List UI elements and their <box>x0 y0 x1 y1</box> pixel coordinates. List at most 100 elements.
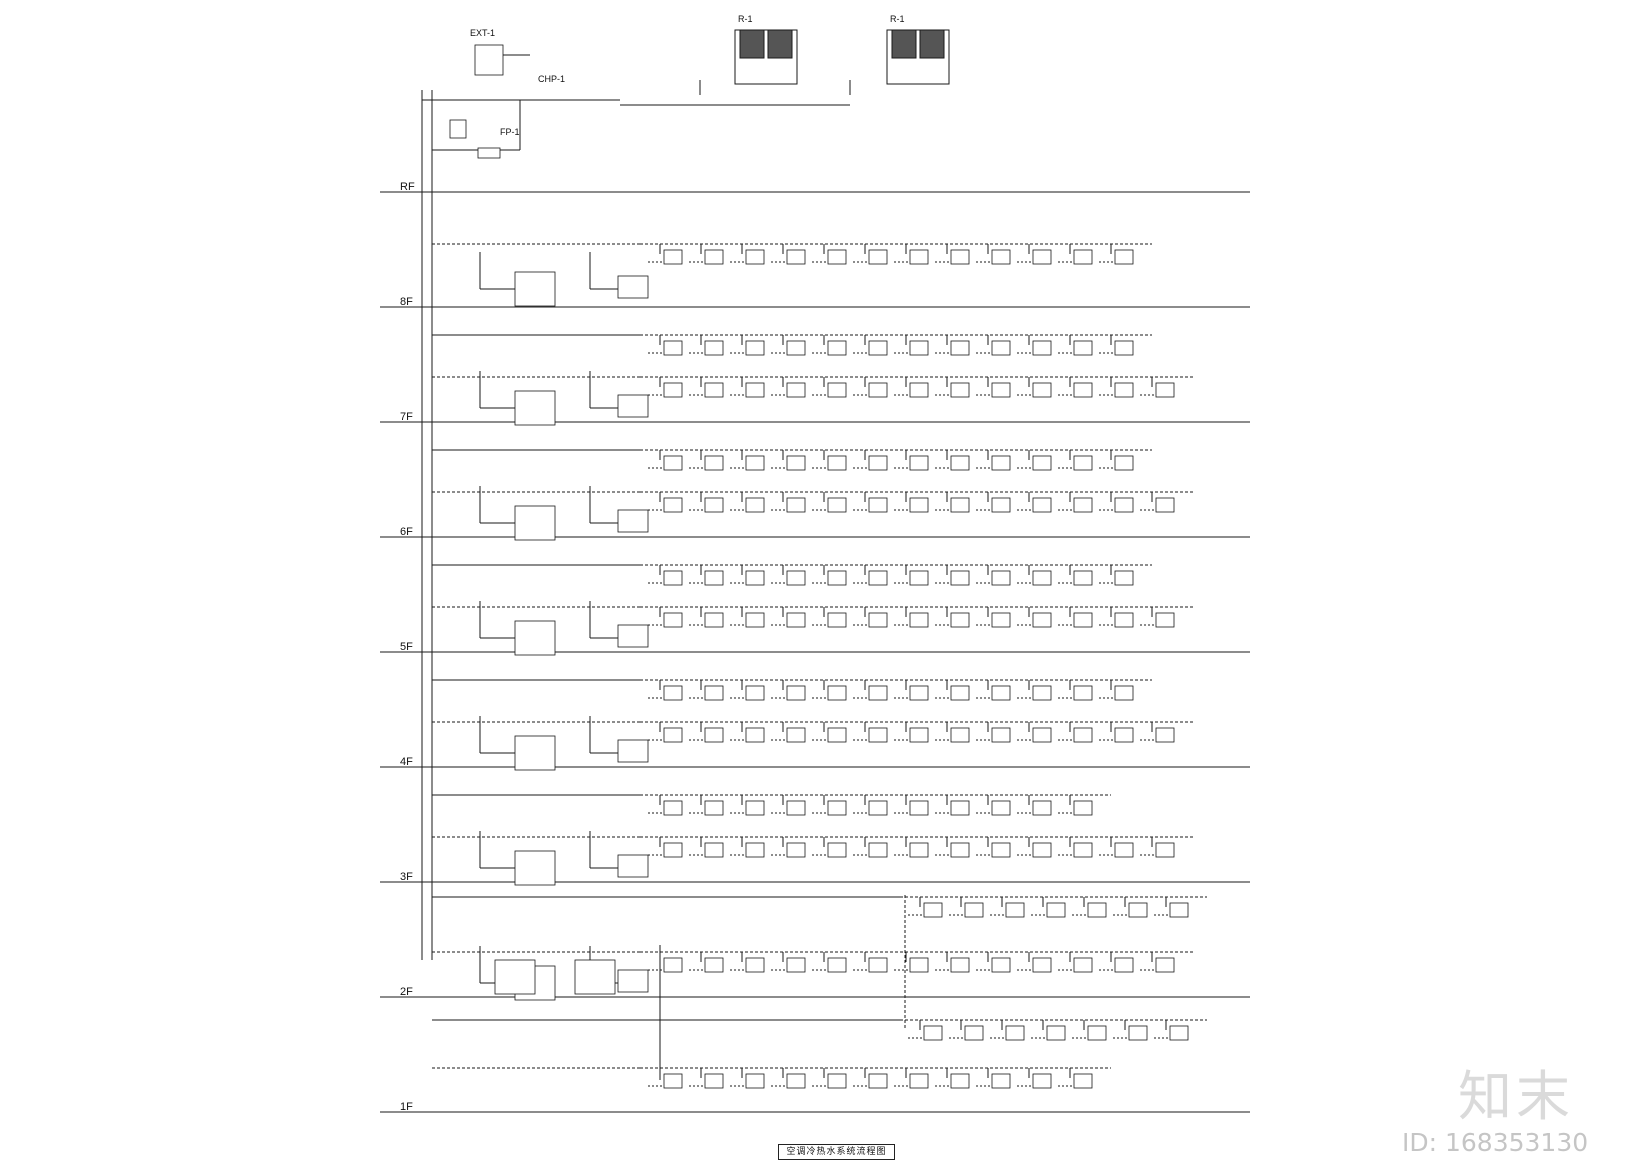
fan-coil-unit <box>827 685 847 701</box>
fan-coil-unit <box>991 570 1011 586</box>
fp-pump <box>477 147 501 159</box>
fan-coil-unit <box>868 727 888 743</box>
fan-coil-unit <box>663 800 683 816</box>
fan-coil-unit <box>923 1025 943 1041</box>
fan-coil-unit <box>909 727 929 743</box>
fan-coil-unit <box>663 570 683 586</box>
fan-coil-unit <box>909 249 929 265</box>
fan-coil-unit <box>663 727 683 743</box>
fan-coil-unit <box>868 382 888 398</box>
fan-coil-unit <box>1169 1025 1189 1041</box>
fan-coil-unit <box>786 957 806 973</box>
fan-coil-unit <box>950 497 970 513</box>
fan-coil-unit <box>909 455 929 471</box>
fresh-air-unit <box>617 624 649 648</box>
fan-coil-unit <box>991 727 1011 743</box>
fan-coil-unit <box>909 382 929 398</box>
watermark-id: ID: 168353130 <box>1402 1128 1589 1157</box>
fresh-air-unit <box>617 854 649 878</box>
fan-coil-unit <box>1073 455 1093 471</box>
fan-coil-unit <box>1005 902 1025 918</box>
fan-coil-unit <box>868 957 888 973</box>
fan-coil-unit <box>1032 612 1052 628</box>
fan-coil-unit <box>786 842 806 858</box>
fan-coil-unit <box>1032 685 1052 701</box>
chilled-pump-label: CHP-1 <box>538 74 565 84</box>
fan-coil-unit <box>1073 842 1093 858</box>
fan-coil-unit <box>1073 1073 1093 1089</box>
fresh-air-unit <box>617 394 649 418</box>
floor-label-6f: 6F <box>400 526 413 538</box>
fan-coil-unit <box>1032 727 1052 743</box>
fan-coil-unit <box>1155 842 1175 858</box>
ahu-box <box>514 620 556 656</box>
fan-coil-unit <box>991 382 1011 398</box>
ahu-box <box>514 271 556 307</box>
fan-coil-unit <box>950 957 970 973</box>
fan-coil-unit <box>1032 497 1052 513</box>
fan-coil-unit <box>786 455 806 471</box>
terminal-units <box>449 44 1189 1089</box>
fan-coil-unit <box>909 340 929 356</box>
fan-coil-unit <box>745 340 765 356</box>
fan-coil-unit <box>964 1025 984 1041</box>
fan-coil-unit <box>868 842 888 858</box>
pump-label: FP-1 <box>500 127 520 137</box>
fan-coil-unit <box>704 685 724 701</box>
fan-coil-unit <box>991 612 1011 628</box>
fan-coil-unit <box>745 842 765 858</box>
floor-label-7f: 7F <box>400 411 413 423</box>
fan-coil-unit <box>909 497 929 513</box>
fan-coil-unit <box>991 685 1011 701</box>
fan-coil-unit <box>1032 570 1052 586</box>
fan-coil-unit <box>745 497 765 513</box>
expansion-tank <box>449 119 467 139</box>
fan-coil-unit <box>827 842 847 858</box>
fan-coil-unit <box>663 957 683 973</box>
floor-label-2f: 2F <box>400 986 413 998</box>
fan-coil-unit <box>950 570 970 586</box>
fan-coil-unit <box>950 340 970 356</box>
drawing-title: 空调冷热水系统流程图 <box>778 1144 895 1160</box>
fan-coil-unit <box>909 957 929 973</box>
fan-coil-unit <box>745 382 765 398</box>
exhaust-fan-label: EXT-1 <box>470 28 495 38</box>
fan-coil-unit <box>786 612 806 628</box>
fan-coil-unit <box>827 382 847 398</box>
fan-coil-unit <box>1046 1025 1066 1041</box>
fan-coil-unit <box>950 382 970 398</box>
fan-coil-unit <box>663 340 683 356</box>
fan-coil-unit <box>1114 497 1134 513</box>
chiller-r1-right <box>886 29 950 85</box>
fan-coil-unit <box>704 497 724 513</box>
fan-coil-unit <box>1114 382 1134 398</box>
fan-coil-unit <box>663 612 683 628</box>
fan-coil-unit <box>1114 340 1134 356</box>
floor-label-4f: 4F <box>400 756 413 768</box>
fan-coil-unit <box>704 800 724 816</box>
fan-coil-unit <box>663 455 683 471</box>
fan-coil-unit <box>827 612 847 628</box>
fan-coil-unit <box>1128 902 1148 918</box>
fan-coil-unit <box>950 1073 970 1089</box>
fan-coil-unit <box>950 612 970 628</box>
fan-coil-unit <box>827 727 847 743</box>
fan-coil-unit <box>745 727 765 743</box>
fan-coil-unit <box>827 249 847 265</box>
fan-coil-unit <box>991 455 1011 471</box>
fan-coil-unit <box>827 1073 847 1089</box>
ahu-box-2f-a <box>494 959 536 995</box>
floor-label-8f: 8F <box>400 296 413 308</box>
fan-coil-unit <box>786 382 806 398</box>
floor-label-5f: 5F <box>400 641 413 653</box>
fan-coil-unit <box>909 800 929 816</box>
fan-coil-unit <box>1114 570 1134 586</box>
floor-label-3f: 3F <box>400 871 413 883</box>
fan-coil-unit <box>786 570 806 586</box>
fan-coil-unit <box>1032 382 1052 398</box>
fan-coil-unit <box>923 902 943 918</box>
fan-coil-unit <box>1032 455 1052 471</box>
fan-coil-unit <box>868 685 888 701</box>
fan-coil-unit <box>1032 340 1052 356</box>
